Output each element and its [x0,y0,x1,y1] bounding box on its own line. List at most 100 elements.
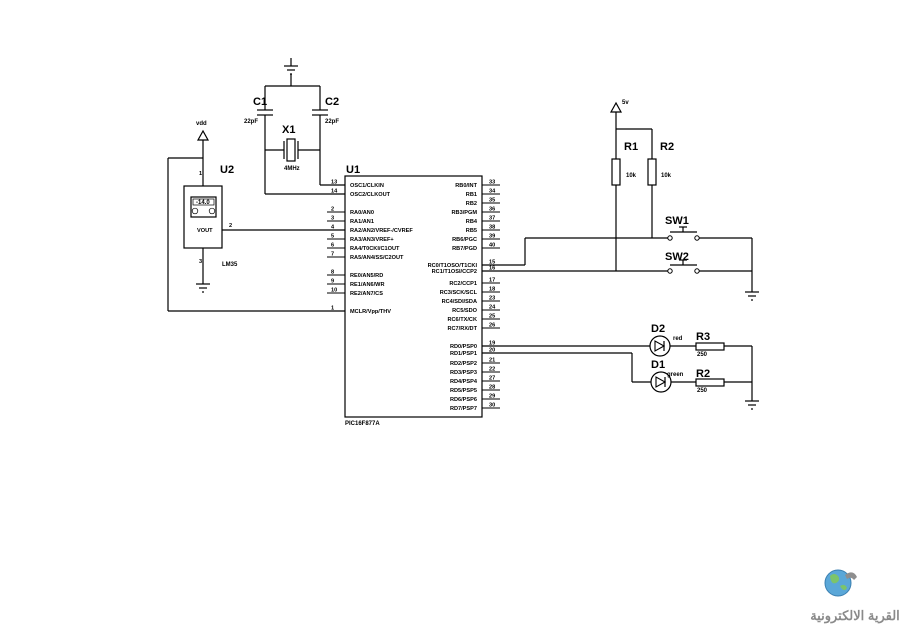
mcu-pin-number: 3 [331,216,334,222]
mcu-pin-name: RD5/PSP5 [450,388,477,394]
sensor-down-button[interactable] [191,207,199,215]
mcu-pin-name: RA3/AN3/VREF+ [350,237,394,243]
mcu-pin-number: 27 [489,376,495,382]
mcu-pin-name: RC3/SCK/SCL [440,290,478,296]
mcu-pin-name: RC1/T1OSI/CCP2 [432,269,477,275]
sensor-reading: -14.0 [196,200,210,206]
c2-ref: C2 [325,96,339,108]
mcu-pin-name: RB6/PGC [452,237,477,243]
mcu-pin-number: 9 [331,279,334,285]
resistor-r2-pullup: R2 10k [647,129,674,186]
mcu-pin-number: 8 [331,270,334,276]
mcu-pin-number: 13 [331,180,337,186]
mcu-u1: U1 PIC16F877A 13OSC1/CLKIN14OSC2/CLKOUT2… [327,164,500,427]
mcu-pin-number: 40 [489,243,495,249]
mcu-pin-number: 10 [331,288,337,294]
mcu-pin-number: 14 [331,189,338,195]
mcu-pin-name: RA1/AN1 [350,219,374,225]
mcu-pin-name: RB2 [466,201,477,207]
crystal-circuit: C1 22pF C2 22pF X1 4MHz [244,58,345,195]
mcu-pin-number: 26 [489,323,495,329]
mcu-pin-number: 36 [489,207,495,213]
mcu-pin-name: OSC1/CLKIN [350,183,384,189]
5v-label: 5v [622,100,629,106]
d2-color: red [673,336,683,342]
r3-ref: R3 [696,331,710,343]
pushbutton-sw2[interactable]: SW2 [665,251,700,274]
mcu-pin-name: RB7/PGD [452,246,477,252]
c1-value: 22pF [244,119,258,125]
mcu-pin-number: 39 [489,234,495,240]
ground-symbol-leds [745,400,759,410]
mcu-pin-number: 33 [489,180,495,186]
mcu-pin-number: 30 [489,403,495,409]
r2-led-ref: R2 [696,368,710,380]
r1-ref: R1 [624,141,638,153]
watermark-text: القرية الالكترونية [810,608,900,624]
mcu-right-pins: 33RB0/INT34RB135RB236RB3/PGM37RB438RB539… [428,180,500,412]
mcu-pin-number: 29 [489,394,495,400]
mcu-pin-number: 34 [489,189,496,195]
capacitor-c2: C2 22pF [312,86,339,185]
watermark-logo: القرية الالكترونية [810,569,900,624]
mcu-pin-number: 15 [489,260,495,266]
mcu-pin-name: RC4/SDI/SDA [442,299,477,305]
mcu-pin-name: OSC2/CLKOUT [350,192,391,198]
c2-value: 22pF [325,119,339,125]
led-d2: D2 red [649,323,683,357]
r2-value: 10k [661,173,672,179]
vdd-supply-symbol: vdd [196,121,210,186]
sensor-pin-vs: 1 [199,171,202,177]
mcu-pin-name: RA5/AN4/SS/C2OUT [350,255,404,261]
mcu-pin-number: 18 [489,287,495,293]
sensor-out-label: VOUT [197,228,213,234]
switch-circuit: 5v R1 10k R2 10k [482,100,759,301]
sensor-up-button[interactable] [208,207,216,215]
mcu-pin-name: RD0/PSP0 [450,344,477,350]
sensor-pin-gnd: 3 [199,259,202,265]
mcu-pin-name: MCLR/Vpp/THV [350,309,391,315]
mcu-pin-name: RC7/RX/DT [447,326,477,332]
mcu-pin-number: 37 [489,216,495,222]
mcu-pin-name: RD6/PSP6 [450,397,477,403]
d2-ref: D2 [651,323,665,335]
ground-symbol-sensor [196,248,210,293]
mcu-pin-number: 24 [489,305,496,311]
mcu-pin-name: RC5/SDO [452,308,478,314]
resistor-r3: R3 250 [695,331,725,358]
ground-symbol-switches [745,291,759,301]
mcu-pin-number: 2 [331,207,334,213]
sw1-ref: SW1 [665,215,689,227]
mcu-pin-name: RB5 [466,228,477,234]
pushbutton-sw1[interactable]: SW1 [665,215,700,241]
led-circuit: D2 red R3 250 D1 green R2 250 [482,323,759,410]
d1-color: green [667,372,684,378]
mcu-pin-name: RB3/PGM [452,210,478,216]
mcu-pin-number: 19 [489,341,495,347]
led-d1: D1 green [650,359,684,393]
mcu-pin-number: 17 [489,278,495,284]
mcu-pin-name: RA4/T0CKI/C1OUT [350,246,400,252]
capacitor-c1: C1 22pF [244,86,273,194]
mcu-pin-name: RD7/PSP7 [450,406,477,412]
mcu-part: PIC16F877A [345,421,380,427]
r2-ref: R2 [660,141,674,153]
5v-supply-symbol: 5v [609,100,629,113]
mcu-pin-name: RC6/TX/CK [447,317,477,323]
mcu-pin-name: RE1/AN6/WR [350,282,385,288]
mcu-pin-number: 7 [331,252,334,258]
crystal-x1: X1 4MHz [265,124,320,172]
mcu-pin-name: RD1/PSP1 [450,351,477,357]
mcu-pin-number: 25 [489,314,495,320]
mcu-pin-number: 6 [331,243,334,249]
mcu-pin-number: 1 [331,306,334,312]
mcu-pin-name: RA0/AN0 [350,210,374,216]
mcu-pin-number: 21 [489,358,495,364]
resistor-r1: R1 10k [611,129,638,186]
r2-led-value: 250 [697,388,708,394]
mcu-ref: U1 [346,164,360,176]
mcu-pin-number: 5 [331,234,334,240]
sensor-pin-out: 2 [229,223,232,229]
c1-ref: C1 [253,96,267,108]
